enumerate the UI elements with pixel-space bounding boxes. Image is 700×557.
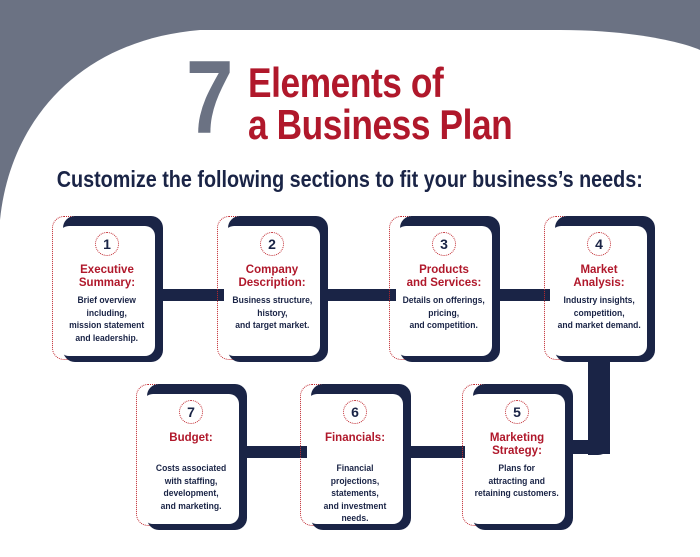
step-title: Market Analysis: bbox=[573, 264, 625, 289]
step-number-badge: 7 bbox=[179, 400, 203, 424]
step-description: Business structure, history, and target … bbox=[232, 295, 312, 331]
step-card-2: 2 Company Description: Business structur… bbox=[224, 226, 320, 356]
title-line-1: Elements of bbox=[248, 59, 444, 106]
connector-3-4 bbox=[490, 289, 550, 301]
step-card-5: 5 Marketing Strategy: Plans for attracti… bbox=[469, 394, 565, 524]
step-description: Financial projections, statements, and i… bbox=[323, 463, 387, 524]
step-title: Budget: bbox=[169, 432, 213, 444]
step-title: Products and Services: bbox=[406, 264, 482, 289]
step-title: Executive Summary: bbox=[78, 264, 136, 289]
step-number-badge: 4 bbox=[587, 232, 611, 256]
step-number-badge: 5 bbox=[505, 400, 529, 424]
step-description: Details on offerings, pricing, and compe… bbox=[402, 295, 486, 331]
step-number-badge: 6 bbox=[343, 400, 367, 424]
step-number-badge: 1 bbox=[95, 232, 119, 256]
step-description: Industry insights, competition, and mark… bbox=[557, 295, 641, 331]
step-card-1: 1 Executive Summary: Brief overview incl… bbox=[59, 226, 155, 356]
connector-6-7 bbox=[232, 446, 312, 458]
title-number: 7 bbox=[186, 40, 234, 156]
step-number-badge: 3 bbox=[432, 232, 456, 256]
title-line-2: a Business Plan bbox=[248, 101, 513, 148]
connector-2-3 bbox=[320, 289, 400, 301]
step-card-4: 4 Market Analysis: Industry insights, co… bbox=[551, 226, 647, 356]
step-title: Company Description: bbox=[238, 264, 306, 289]
connector-1-2 bbox=[150, 289, 230, 301]
step-card-6: 6 Financials: Financial projections, sta… bbox=[307, 394, 403, 524]
subtitle: Customize the following sections to fit … bbox=[56, 166, 644, 192]
step-card-7: 7 Budget: Costs associated with staffing… bbox=[143, 394, 239, 524]
step-card-3: 3 Products and Services: Details on offe… bbox=[396, 226, 492, 356]
connector-4-5-vertical bbox=[588, 355, 610, 455]
step-title: Financials: bbox=[324, 432, 386, 444]
step-number-badge: 2 bbox=[260, 232, 284, 256]
step-description: Plans for attracting and retaining custo… bbox=[474, 463, 560, 499]
step-description: Costs associated with staffing, developm… bbox=[155, 463, 227, 512]
step-title: Marketing Strategy: bbox=[489, 432, 545, 457]
step-description: Brief overview including, mission statem… bbox=[69, 295, 145, 344]
